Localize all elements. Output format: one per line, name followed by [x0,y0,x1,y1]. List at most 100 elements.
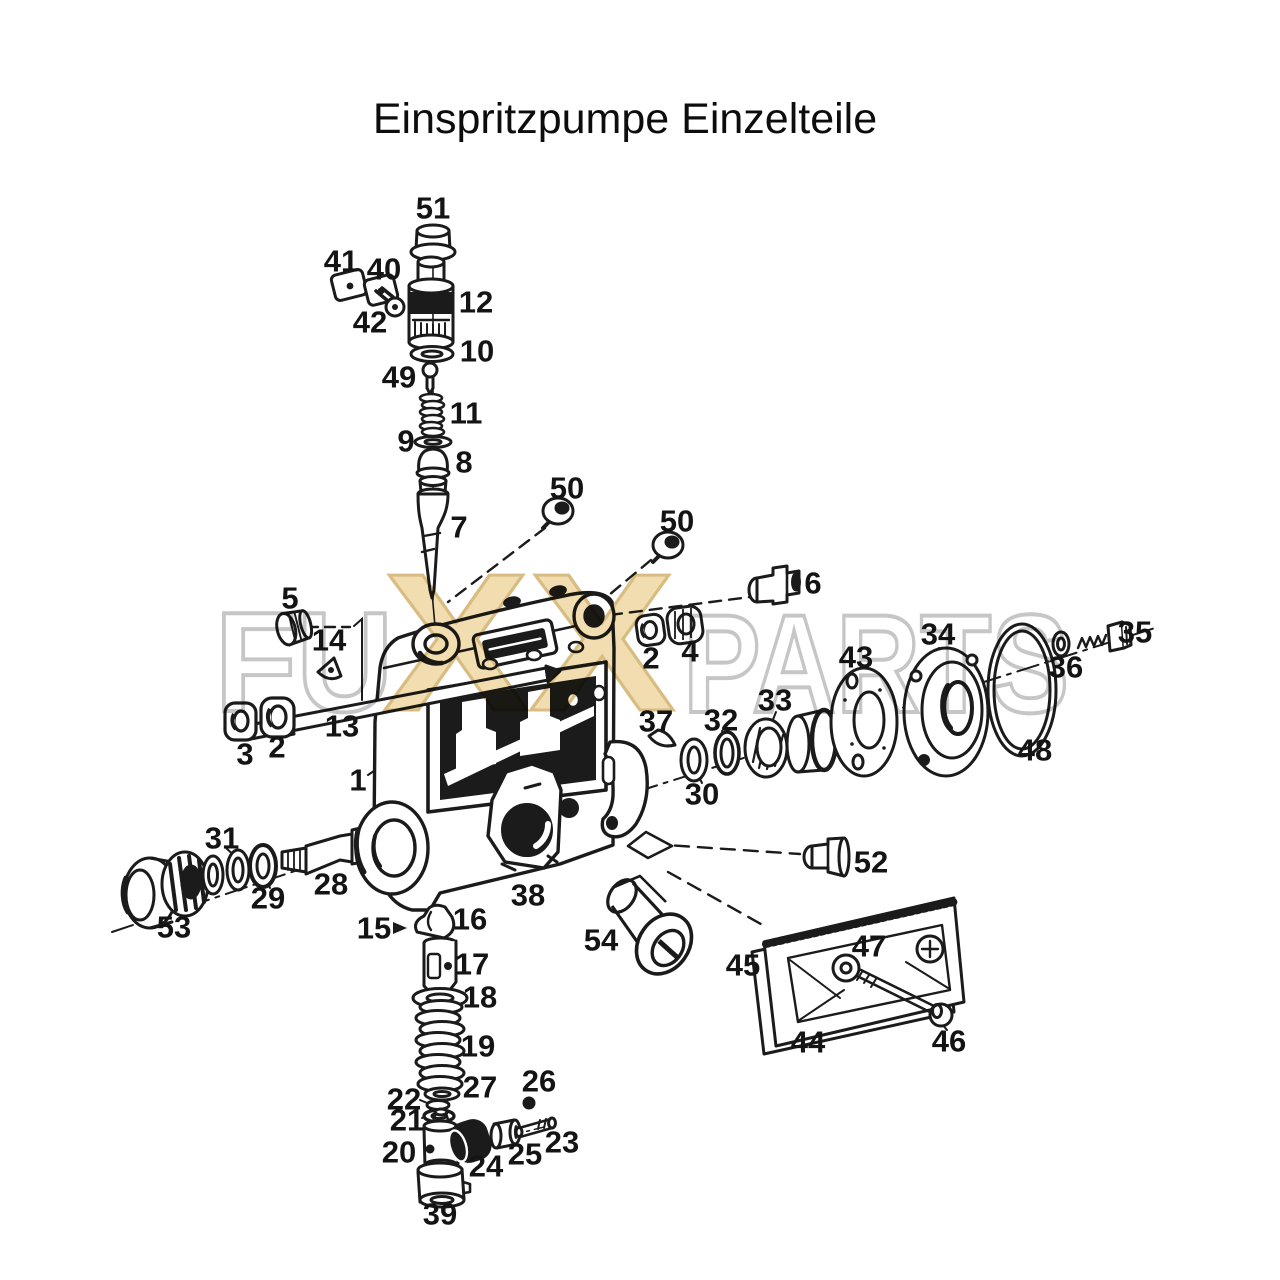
part-label-16: 16 [453,902,487,937]
part-label-46: 46 [932,1024,966,1059]
part-label-6: 6 [804,566,821,601]
part-10-washer [409,345,455,363]
part-label-39: 39 [423,1197,457,1232]
part-46-screw [855,968,954,1028]
watermark-parts: PARTS [683,585,1069,742]
part-label-33: 33 [758,683,792,718]
part-23-pin [514,1116,557,1139]
part-label-47: 47 [852,929,886,964]
part-label-2: 2 [642,641,659,676]
part-label-21: 21 [390,1103,424,1138]
part-label-4: 4 [681,634,699,669]
part-24-roller [447,1119,492,1163]
part-label-41: 41 [324,244,358,279]
part-11-spring [418,392,446,438]
part-label-53: 53 [157,910,191,945]
part-label-9: 9 [397,424,414,459]
part-label-45: 45 [726,948,760,983]
part-label-29: 29 [251,881,285,916]
part-15-pointer [393,922,407,934]
pump-housing [353,585,674,912]
part-39-cap [416,1161,472,1209]
drive-flange-row [647,620,1133,783]
part-54-bushing [606,874,694,976]
part-50-screws [541,496,685,564]
part-40-41-clamp [329,268,400,307]
part-36-washer [1051,630,1071,658]
part-label-44: 44 [791,1025,826,1060]
part-30-ring [679,737,709,783]
part-label-31: 31 [205,821,239,856]
part-53-bearing-group [120,850,210,930]
part-label-50: 50 [550,471,584,506]
part-label-10: 10 [460,334,494,369]
part-34-hub-flange [902,646,990,778]
part-label-18: 18 [463,980,497,1015]
part-label-5: 5 [281,581,298,616]
part-label-3: 3 [236,737,253,772]
part-label-24: 24 [469,1149,504,1184]
part-25-bush [489,1118,522,1150]
part-7-pump-element [416,475,450,600]
part-label-14: 14 [312,623,347,658]
part-8-valve-cone [415,447,451,480]
part-label-26: 26 [522,1064,556,1099]
part-label-11: 11 [450,396,483,431]
part-label-48: 48 [1018,733,1052,768]
part-label-50: 50 [660,504,694,539]
part-label-42: 42 [353,305,387,340]
part-3-2-nuts-left [223,696,296,742]
part-26-ball [522,1096,536,1110]
part-14-clip [316,656,343,681]
part-31-29-shim-rings [201,843,278,896]
part-label-13: 13 [325,709,359,744]
part-label-20: 20 [382,1135,416,1170]
part-32-ring [713,730,741,776]
part-label-2: 2 [268,730,285,765]
part-label-36: 36 [1049,650,1083,685]
part-label-15: 15 [357,911,391,946]
part-52-plug [802,836,851,878]
part-2-4-nuts-right [634,604,705,647]
tappet-stack [393,903,557,1209]
part-48-o-ring [986,622,1058,758]
part-42-screw [374,286,406,318]
part-47-washer [831,953,861,983]
watermark-xx: XX [383,533,675,752]
part-16-clip [414,903,456,940]
part-label-32: 32 [704,703,738,738]
part-49-valve [421,361,439,396]
part-label-17: 17 [455,947,489,982]
part-label-54: 54 [584,923,619,958]
part-label-52: 52 [854,845,888,880]
watermark-fu: FU [215,583,393,742]
part-label-12: 12 [459,285,493,320]
part-12-valve-holder [407,255,455,351]
part-label-19: 19 [461,1029,495,1064]
part-label-34: 34 [921,617,956,652]
part-19-spring [414,1009,466,1093]
part-17-tappet [422,936,458,998]
part-33-bearing [743,707,839,779]
part-label-25: 25 [508,1137,542,1172]
part-label-27: 27 [463,1070,497,1105]
part-label-40: 40 [367,252,401,287]
part-label-30: 30 [685,777,719,812]
part-43-plate [829,666,899,778]
part-label-43: 43 [839,640,873,675]
part-label-49: 49 [382,360,416,395]
part-label-38: 38 [511,878,545,913]
part-label-37: 37 [639,704,673,739]
part-6-union [747,564,801,606]
part-label-35: 35 [1118,615,1152,650]
part-5-plug [275,609,314,647]
part-label-22: 22 [387,1082,421,1117]
side-cover-plate [750,896,966,1056]
part-label-8: 8 [455,445,472,480]
part-27-washer [423,1086,461,1102]
part-label-28: 28 [314,867,348,902]
part-label-7: 7 [450,510,467,545]
